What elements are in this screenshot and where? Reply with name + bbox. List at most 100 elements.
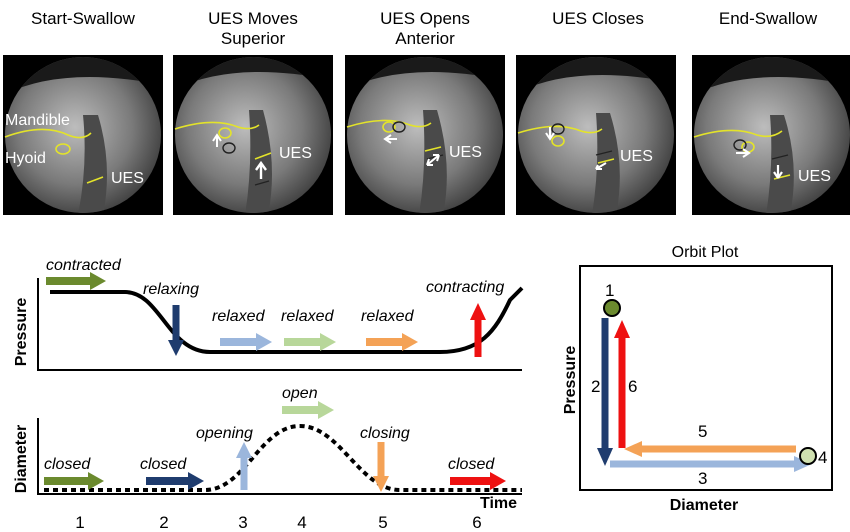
pressure-curve: [50, 286, 524, 354]
frame-1-title: Start-Swallow: [31, 9, 136, 28]
arrow-1-head: [90, 272, 106, 290]
ues-label: UES: [798, 168, 831, 185]
frame-3-title-line2: Anterior: [395, 29, 455, 48]
arrow-6-head: [470, 303, 486, 320]
pressure-state-5: relaxed: [361, 308, 415, 325]
diameter-state-6: closed: [448, 456, 495, 473]
ues-label: UES: [279, 145, 312, 162]
step-1: 1: [75, 513, 84, 532]
step-4: 4: [297, 513, 306, 532]
arrow-2-head: [168, 340, 184, 356]
orbit-arrow-6-head: [614, 320, 630, 338]
arrow-4-head: [320, 333, 336, 351]
orbit-point-4: [799, 447, 817, 465]
up-arrow-icon: [255, 160, 267, 179]
hyoid-start-outline: [392, 121, 406, 133]
ues-start-marker: [595, 150, 613, 156]
left-arrow-icon: [383, 134, 397, 144]
down-arrow-icon: [773, 165, 783, 179]
right-arrow-icon: [736, 148, 751, 158]
mandible-outline: [693, 129, 783, 138]
diameter-state-5: closing: [360, 425, 410, 442]
ues-label: UES: [111, 170, 144, 187]
mandible-outline: [517, 125, 603, 134]
mandible-outline: [346, 119, 432, 128]
hyoid-start-outline: [733, 139, 747, 151]
step-6: 6: [472, 513, 481, 532]
hyoid-outline: [382, 121, 396, 133]
arrow-3-head: [236, 442, 252, 458]
pressure-state-1: contracted: [46, 257, 122, 274]
diameter-state-4: open: [282, 385, 318, 402]
ues-marker: [86, 176, 104, 184]
hyoid-outline: [551, 135, 565, 147]
xray-frame-1: Mandible Hyoid UES: [3, 55, 163, 215]
diameter-panel: Diameter Time closed closed opening open…: [13, 385, 522, 512]
orbit-plot: Orbit Plot Pressure Diameter 1 4 2 6 5 3: [562, 244, 833, 514]
xray-frame-5: UES: [692, 55, 850, 215]
step-2: 2: [159, 513, 168, 532]
ues-label: UES: [620, 148, 653, 165]
ues-start-marker: [426, 154, 444, 160]
mandible-outline: [174, 121, 260, 130]
frame-2-title-line1: UES Moves: [208, 9, 298, 28]
arrow-2-head: [188, 472, 204, 490]
diameter-curve: [44, 423, 522, 492]
ues-start-marker: [771, 154, 789, 160]
orbit-arrow-6-label: 6: [628, 377, 637, 396]
orbit-arrow-5-head: [624, 441, 642, 457]
hyoid-label: Hyoid: [5, 150, 46, 167]
pressure-panel: Pressure contracted relaxing relaxed rel…: [13, 257, 524, 371]
orbit-arrow-5-label: 5: [698, 422, 707, 441]
orbit-arrow-2-head: [597, 448, 613, 466]
ues-marker: [424, 146, 442, 152]
orbit-point-1: [603, 299, 621, 317]
pressure-state-4: relaxed: [281, 308, 335, 325]
time-label: Time: [480, 495, 517, 512]
frame-3-title-line1: UES Opens: [380, 9, 470, 28]
xray-frames: Start-Swallow UES Moves Superior UES Ope…: [3, 9, 850, 215]
up-arrow-icon: [212, 133, 222, 147]
orbit-arrow-3-head: [794, 456, 812, 472]
step-5: 5: [378, 513, 387, 532]
step-numbers: 1 2 3 4 5 6: [75, 513, 481, 532]
arrow-3-head: [256, 333, 272, 351]
down-arrow-icon: [545, 127, 555, 141]
orbit-arrow-2-label: 2: [591, 377, 600, 396]
orbit-arrow-3-label: 3: [698, 469, 707, 488]
pressure-state-2: relaxing: [143, 281, 199, 298]
frame-4-title: UES Closes: [552, 9, 644, 28]
frame-2-title-line2: Superior: [221, 29, 286, 48]
hyoid-start-outline: [551, 123, 565, 135]
pressure-axes: [37, 278, 522, 371]
close-arrow-icon: [595, 162, 607, 170]
ues-marker: [254, 152, 272, 160]
ues-marker: [597, 158, 615, 164]
orbit-point-1-label: 1: [605, 281, 614, 300]
xray-frame-2: UES: [173, 55, 333, 215]
diameter-state-3: opening: [196, 425, 253, 442]
mandible-outline: [4, 128, 92, 139]
diameter-axes: [37, 418, 522, 495]
orbit-point-4-label: 4: [818, 448, 827, 467]
orbit-x-label: Diameter: [670, 497, 738, 514]
hyoid-outline: [55, 143, 71, 155]
diameter-state-2: closed: [140, 456, 187, 473]
pressure-state-6: contracting: [426, 279, 504, 296]
ues-label: UES: [449, 144, 482, 161]
pressure-axis-label: Pressure: [13, 298, 30, 367]
arrow-6-head: [490, 472, 506, 490]
hyoid-outline: [218, 127, 232, 139]
mandible-label: Mandible: [5, 112, 70, 129]
open-arrow-icon: [426, 154, 440, 166]
diameter-state-1: closed: [44, 456, 91, 473]
xray-frame-3: UES: [345, 55, 505, 215]
arrow-5-head: [373, 476, 389, 492]
diameter-axis-label: Diameter: [13, 425, 30, 493]
ues-start-marker: [254, 180, 270, 186]
arrow-5-head: [402, 333, 418, 351]
arrow-4-head: [318, 401, 334, 419]
pressure-state-3: relaxed: [212, 308, 266, 325]
ues-marker: [773, 174, 791, 180]
